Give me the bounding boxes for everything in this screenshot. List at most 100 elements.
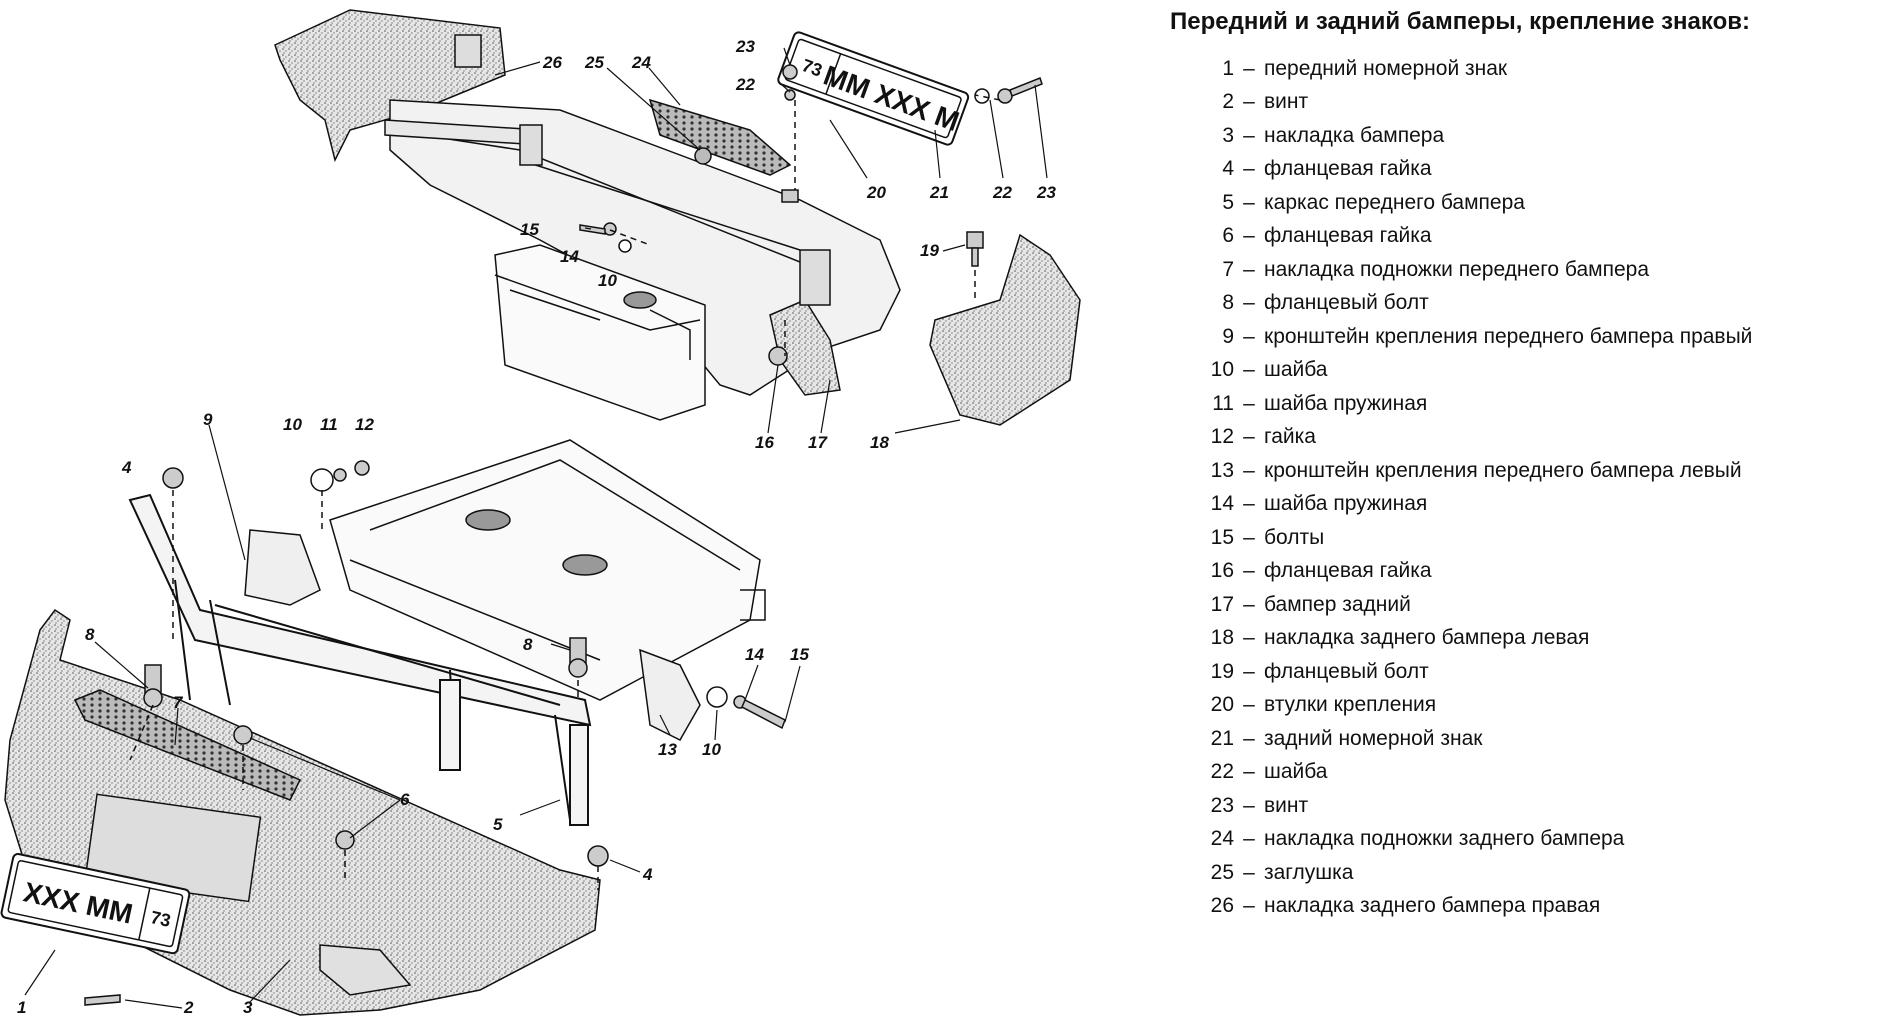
callout-22b: 22 xyxy=(992,183,1012,202)
legend-item-dash: – xyxy=(1243,693,1255,717)
legend-item-number: 8 xyxy=(1222,291,1234,315)
legend-item-text: фланцевая гайка xyxy=(1264,224,1432,248)
legend-item-number: 25 xyxy=(1210,860,1234,884)
trim-slot xyxy=(454,34,482,68)
front-plate-region: 73 xyxy=(149,907,173,931)
callout-14: 14 xyxy=(560,247,579,266)
exploded-bumper-diagram: 73 MM XXX M xyxy=(0,9,1081,1017)
legend-item-number: 24 xyxy=(1210,827,1234,851)
callout-4b: 4 xyxy=(642,865,653,884)
legend-item-text: фланцевая гайка xyxy=(1264,157,1432,181)
legend-item: 7–накладка подножки переднего бампера xyxy=(1190,253,1752,287)
legend-item-number: 20 xyxy=(1210,693,1234,717)
legend-item: 2–винт xyxy=(1190,86,1752,120)
legend-item: 24–накладка подножки заднего бампера xyxy=(1190,823,1752,857)
callout-23: 23 xyxy=(735,37,755,56)
legend-item-text: фланцевый болт xyxy=(1264,659,1429,683)
legend-item-text: каркас переднего бампера xyxy=(1264,190,1525,214)
callout-8: 8 xyxy=(85,625,95,644)
legend-item-text: шайба пружиная xyxy=(1264,492,1428,516)
legend-item-text: кронштейн крепления переднего бампера пр… xyxy=(1264,324,1753,348)
leader-lines xyxy=(24,47,1048,1009)
legend-item-text: накладка подножки заднего бампера xyxy=(1264,827,1625,851)
rear-frame xyxy=(494,244,706,421)
legend-item-dash: – xyxy=(1243,559,1255,583)
legend-item-text: накладка бампера xyxy=(1264,123,1445,147)
callout-11: 11 xyxy=(320,415,338,434)
callout-6: 6 xyxy=(400,790,410,809)
chassis-frame xyxy=(329,439,766,701)
legend-item-dash: – xyxy=(1243,56,1255,80)
legend-item-text: кронштейн крепления переднего бампера ле… xyxy=(1264,458,1742,482)
legend-item-text: фланцевый болт xyxy=(1264,291,1429,315)
legend-item: 12–гайка xyxy=(1190,421,1752,455)
legend-item-dash: – xyxy=(1243,257,1255,281)
legend-item-number: 13 xyxy=(1210,458,1234,482)
legend-item: 9–кронштейн крепления переднего бампера … xyxy=(1190,320,1752,354)
legend-item-text: шайба xyxy=(1264,760,1328,784)
legend-item: 6–фланцевая гайка xyxy=(1190,220,1752,254)
legend-item-dash: – xyxy=(1243,726,1255,750)
legend-item-dash: – xyxy=(1243,626,1255,650)
plug xyxy=(694,147,712,165)
legend-item-number: 16 xyxy=(1210,559,1234,583)
legend-item: 17–бампер задний xyxy=(1190,588,1752,622)
legend-item-number: 2 xyxy=(1222,90,1234,114)
legend-item-dash: – xyxy=(1243,793,1255,817)
legend-item: 11–шайба пружиная xyxy=(1190,387,1752,421)
legend-item-number: 6 xyxy=(1222,224,1234,248)
callout-25: 25 xyxy=(584,53,604,72)
legend-item: 16–фланцевая гайка xyxy=(1190,555,1752,589)
parts-legend: Передний и задний бамперы, крепление зна… xyxy=(1170,0,1895,1020)
callout-9: 9 xyxy=(203,410,213,429)
legend-item: 13–кронштейн крепления переднего бампера… xyxy=(1190,454,1752,488)
legend-item: 22–шайба xyxy=(1190,756,1752,790)
legend-item-dash: – xyxy=(1243,358,1255,382)
legend-item-text: гайка xyxy=(1264,425,1316,449)
front-bracket-left xyxy=(639,648,701,741)
legend-item-text: задний номерной знак xyxy=(1264,726,1483,750)
legend-item-text: передний номерной знак xyxy=(1264,56,1508,80)
legend-item-dash: – xyxy=(1243,458,1255,482)
callout-5: 5 xyxy=(493,815,503,834)
legend-item: 1–передний номерной знак xyxy=(1190,52,1752,86)
callout-10c: 10 xyxy=(702,740,721,759)
legend-item-number: 4 xyxy=(1222,157,1234,181)
legend-item-number: 12 xyxy=(1210,425,1234,449)
legend-item-text: винт xyxy=(1264,793,1309,817)
front-bumper-assembly: XXX MM 73 xyxy=(0,460,786,1016)
callout-3: 3 xyxy=(243,998,253,1017)
legend-item: 23–винт xyxy=(1190,789,1752,823)
callout-18: 18 xyxy=(870,433,889,452)
legend-item-dash: – xyxy=(1243,894,1255,918)
legend-item-number: 19 xyxy=(1210,659,1234,683)
legend-item: 5–каркас переднего бампера xyxy=(1190,186,1752,220)
front-bumper-frame xyxy=(128,493,592,826)
legend-item-number: 23 xyxy=(1210,793,1234,817)
legend-item-text: шайба пружиная xyxy=(1264,391,1428,415)
legend-item-dash: – xyxy=(1243,224,1255,248)
legend-item: 18–накладка заднего бампера левая xyxy=(1190,622,1752,656)
legend-item-dash: – xyxy=(1243,492,1255,516)
callout-1: 1 xyxy=(17,998,26,1017)
callout-23b: 23 xyxy=(1036,183,1056,202)
legend-item: 10–шайба xyxy=(1190,354,1752,388)
callout-20: 20 xyxy=(866,183,886,202)
front-license-plate: XXX MM 73 xyxy=(0,853,191,955)
legend-item-number: 9 xyxy=(1222,324,1234,348)
legend-item-dash: – xyxy=(1243,123,1255,147)
legend-item-dash: – xyxy=(1243,157,1255,181)
callout-16: 16 xyxy=(755,433,774,452)
legend-item: 15–болты xyxy=(1190,521,1752,555)
rear-bumper-left-trim xyxy=(929,233,1081,426)
legend-item-text: накладка заднего бампера левая xyxy=(1264,626,1590,650)
callout-4: 4 xyxy=(121,458,132,477)
callout-21: 21 xyxy=(929,183,949,202)
legend-item-number: 15 xyxy=(1210,525,1234,549)
rear-step-plate xyxy=(648,98,792,176)
rear-fasteners xyxy=(579,64,1043,366)
legend-item-dash: – xyxy=(1243,324,1255,348)
legend-item-dash: – xyxy=(1243,190,1255,214)
rear-license-plate: 73 MM XXX M xyxy=(777,31,970,146)
